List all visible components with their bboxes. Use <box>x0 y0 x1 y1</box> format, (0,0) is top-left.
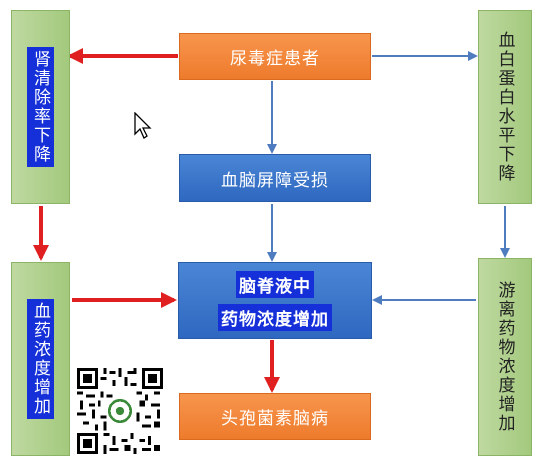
node-renal: 肾清除率下降 <box>11 10 70 204</box>
node-bbb: 血脑屏障受损 <box>179 154 371 202</box>
node-free-drug: 游离药物浓度增加 <box>478 258 532 456</box>
node-albumin: 血白蛋白水平下降 <box>478 10 532 204</box>
node-renal-label: 肾清除率下降 <box>27 47 54 167</box>
node-csf-line1: 脑脊液中 <box>236 270 314 298</box>
qr-code-icon[interactable] <box>77 368 163 454</box>
node-encephalopathy: 头孢菌素脑病 <box>179 393 371 440</box>
mouse-cursor-icon <box>134 112 152 139</box>
node-encephalopathy-label: 头孢菌素脑病 <box>221 409 329 429</box>
node-csf-line2: 药物浓度增加 <box>218 303 332 331</box>
node-uremia: 尿毒症患者 <box>179 33 371 80</box>
node-csf: 脑脊液中 药物浓度增加 <box>178 262 372 339</box>
node-blood-conc: 血药浓度增加 <box>11 262 70 456</box>
node-free-drug-label: 游离药物浓度增加 <box>494 281 515 433</box>
node-albumin-label: 血白蛋白水平下降 <box>494 31 515 183</box>
node-bbb-label: 血脑屏障受损 <box>221 170 329 191</box>
node-blood-conc-label: 血药浓度增加 <box>27 299 54 419</box>
node-uremia-label: 尿毒症患者 <box>230 49 320 69</box>
